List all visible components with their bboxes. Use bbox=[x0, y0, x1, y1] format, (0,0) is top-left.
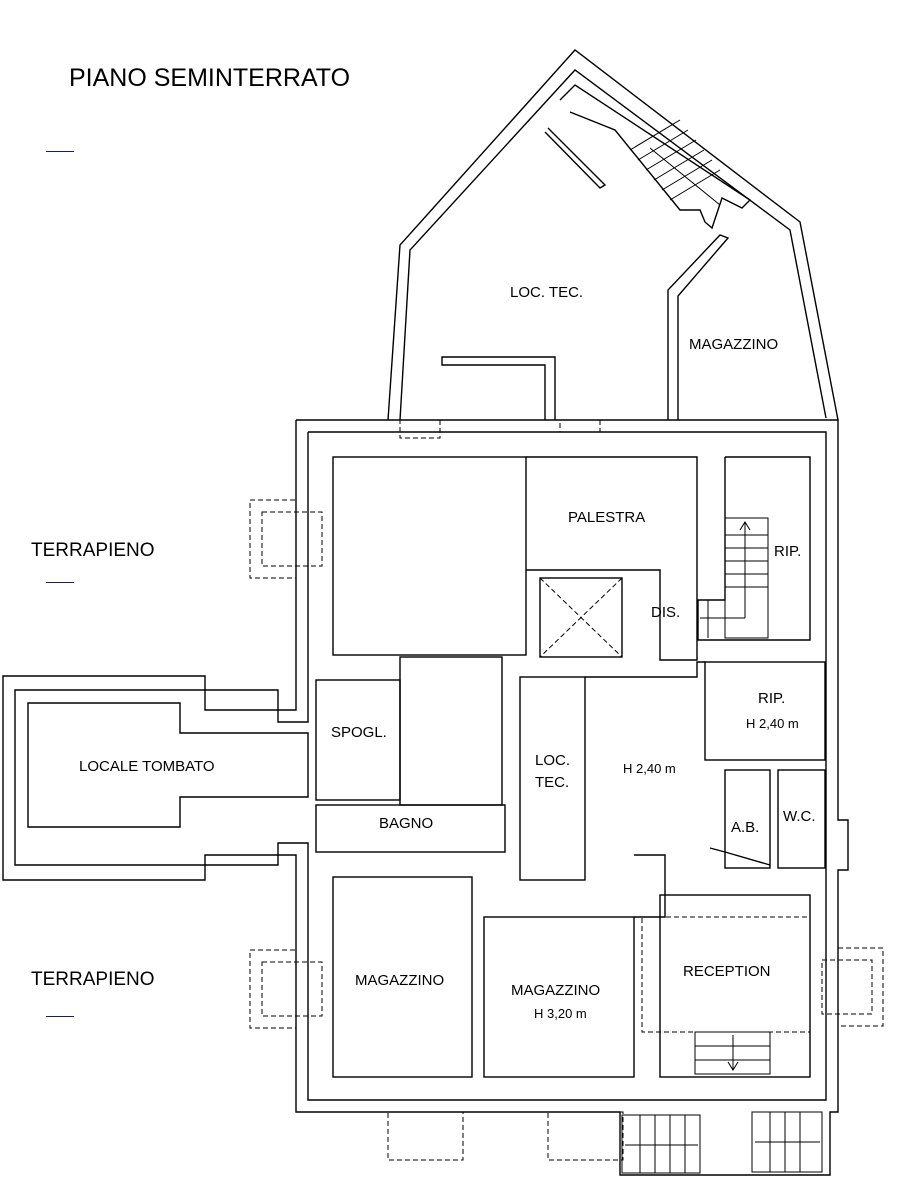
elevator-cross bbox=[539, 577, 623, 658]
wall-segment bbox=[634, 854, 666, 918]
magazzino-mid-room bbox=[483, 916, 635, 1078]
top-stair-wall bbox=[544, 127, 607, 189]
scale-mark bbox=[46, 151, 74, 152]
top-wing-inner-wall bbox=[399, 69, 827, 421]
room-label-wc: W.C. bbox=[783, 808, 816, 825]
corridor-height: H 2,40 m bbox=[623, 761, 676, 776]
room-label-magazzino-mid: MAGAZZINO bbox=[511, 982, 601, 999]
scale-mark bbox=[46, 582, 74, 583]
room-label-rip: RIP. bbox=[774, 543, 802, 560]
top-wing-partition bbox=[667, 234, 730, 420]
rip-2-height: H 2,40 m bbox=[746, 716, 799, 731]
corridor-wall bbox=[585, 661, 705, 678]
entrance-stairs bbox=[621, 1111, 823, 1174]
palestra-walls bbox=[526, 456, 698, 661]
magazzino-left-room bbox=[332, 876, 473, 1078]
scale-mark bbox=[46, 1016, 74, 1017]
rip-2-room bbox=[704, 661, 826, 761]
wc-room bbox=[777, 769, 826, 869]
locale-tombato-room bbox=[27, 702, 309, 828]
main-inner-wall bbox=[14, 431, 827, 1101]
room-label-tec: TEC. bbox=[535, 774, 570, 791]
room-label-loc-tec: LOC. TEC. bbox=[510, 284, 584, 301]
room-label-magazzino: MAGAZZINO bbox=[689, 336, 779, 353]
central-block bbox=[399, 656, 503, 806]
elevator-shaft bbox=[539, 577, 623, 658]
room-label-ab: A.B. bbox=[731, 819, 760, 836]
side-label-terrapieno: TERRAPIENO bbox=[31, 969, 155, 990]
reception-stairs bbox=[694, 1031, 771, 1075]
plan-title: PIANO SEMINTERRATO bbox=[69, 64, 351, 92]
top-wing-inner-wall-2 bbox=[441, 356, 556, 420]
room-label-palestra: PALESTRA bbox=[568, 509, 646, 526]
loc-tec-mid-room bbox=[519, 676, 586, 881]
ab-room bbox=[724, 769, 771, 869]
room-label-magazzino-left: MAGAZZINO bbox=[355, 972, 445, 989]
room-label-bagno: BAGNO bbox=[379, 815, 434, 832]
top-stairs bbox=[629, 119, 721, 206]
room-top-left bbox=[332, 456, 527, 656]
room-label-rip-2: RIP. bbox=[758, 690, 786, 707]
stairs-rip bbox=[700, 517, 769, 639]
main-outer-wall bbox=[2, 419, 849, 1176]
magazzino-mid-height: H 3,20 m bbox=[534, 1006, 587, 1021]
room-label-spogl: SPOGL. bbox=[331, 724, 387, 741]
reception-dashed bbox=[641, 916, 811, 1033]
top-wing-outer-wall bbox=[387, 49, 839, 421]
side-label-terrapieno: TERRAPIENO bbox=[31, 540, 155, 561]
bagno-room bbox=[315, 804, 506, 853]
light-wells bbox=[249, 419, 884, 1161]
ab-door bbox=[709, 847, 771, 866]
reception-room bbox=[659, 894, 811, 1078]
room-label-loc: LOC. bbox=[535, 752, 571, 769]
room-label-dis: DIS. bbox=[651, 604, 681, 621]
room-label-reception: RECEPTION bbox=[683, 963, 771, 980]
top-stair-enclosure bbox=[559, 84, 752, 230]
room-label-locale-tombato: LOCALE TOMBATO bbox=[79, 758, 215, 775]
